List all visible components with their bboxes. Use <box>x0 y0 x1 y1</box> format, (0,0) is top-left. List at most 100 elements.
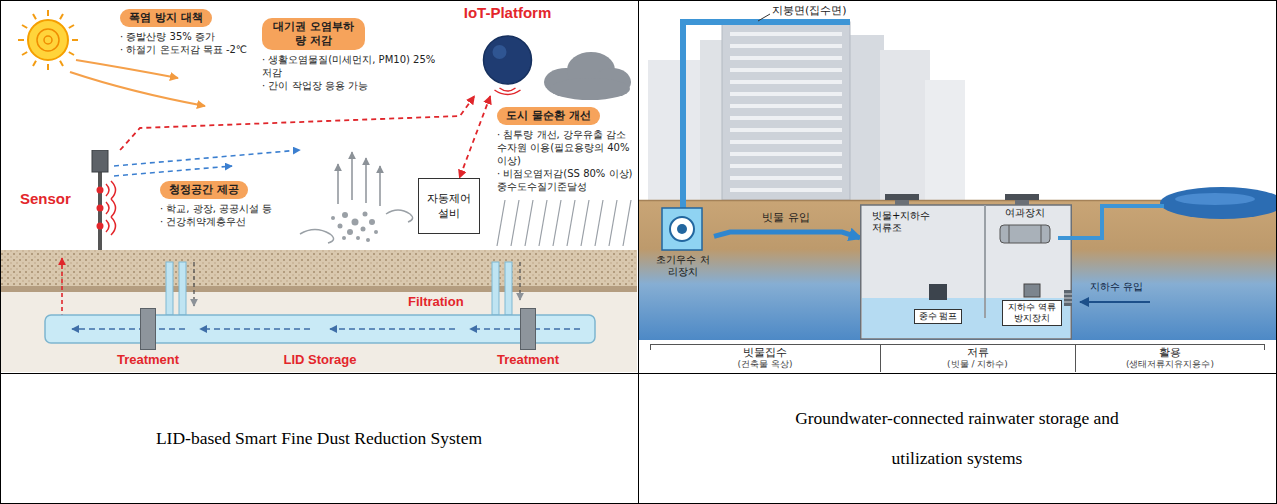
sun-icon <box>22 52 27 55</box>
storage-pipe-body <box>45 315 595 343</box>
building-group <box>730 80 842 84</box>
roof-pipe <box>758 14 770 21</box>
unit-label: Treatment <box>483 352 573 368</box>
building-group <box>648 22 965 200</box>
tank-label: 빗물+지하수 저류조 <box>872 210 934 234</box>
fine-dust <box>342 236 346 240</box>
sensor-label: Sensor <box>20 190 71 208</box>
bullet-text: · 침투량 개선, 강우유출 감소 수자원 이용(필요용량의 40% 이상) <box>497 128 633 167</box>
sun-icon <box>37 29 59 51</box>
ground-layer <box>1 250 637 286</box>
shape-part <box>984 205 986 318</box>
roof-pipe <box>683 22 850 208</box>
shape-part <box>1009 225 1010 243</box>
part-label: Filtration <box>408 294 464 309</box>
outflow-pipe <box>1072 206 1164 238</box>
building-group <box>880 50 930 200</box>
stage-bracket <box>1075 344 1076 372</box>
stage-label: 활용 <box>1075 346 1265 359</box>
shape-part <box>861 205 1072 339</box>
table-grid <box>0 373 1277 374</box>
stage-bracket <box>650 344 1265 345</box>
storage-tank: 빗물+지하수 저류조 여과장치중수 펌프 지하수 역류 방지장치 <box>860 198 1072 346</box>
sun-icon <box>33 61 36 66</box>
shape-svg <box>1000 283 1064 301</box>
label-row: 중수 펌프 <box>905 304 971 324</box>
stage-bracket <box>650 344 651 350</box>
shape-part <box>662 208 702 250</box>
shape-part <box>862 298 1070 338</box>
shape-part <box>1000 225 1050 243</box>
stage-note: (생태저류지유지용수) <box>1075 358 1265 370</box>
building-group <box>730 32 842 36</box>
rain-cloud <box>609 200 617 246</box>
fine-dust <box>300 230 334 244</box>
shape-part <box>106 220 109 232</box>
shape-part <box>670 217 694 241</box>
infiltration-pipe <box>61 258 63 318</box>
building-group <box>730 116 842 120</box>
stage-label: 빗물집수 <box>650 346 880 359</box>
fine-dust <box>365 158 367 203</box>
unit-label: 초기우수 처리장치 <box>652 254 714 278</box>
fine-dust <box>331 216 335 220</box>
treatment-box <box>520 308 536 350</box>
shape-svg <box>992 221 1058 251</box>
sun-icon <box>18 10 78 70</box>
infiltration-pipe <box>62 258 520 318</box>
backflow-valve: 지하수 역류 방지장치 <box>1000 283 1064 335</box>
fine-dust <box>374 230 378 234</box>
bullet-text: · 증발산량 35% 증가 <box>120 30 260 43</box>
sun-icon <box>47 10 49 16</box>
label-box: 지하수 역류 방지장치 <box>1002 300 1062 326</box>
infiltration-pipe <box>179 262 186 315</box>
fine-dust <box>361 227 366 232</box>
storage-pipe: LID Storage <box>240 315 400 370</box>
treatment-unit: Treatment <box>103 306 193 370</box>
storage-label: LID Storage <box>240 352 400 368</box>
shape-part <box>97 205 104 212</box>
heat-arrow <box>70 60 205 106</box>
bullet-text: · 학교, 광장, 공공시설 등 <box>160 202 310 215</box>
building-group <box>730 92 842 96</box>
shape-part <box>111 181 116 199</box>
building-group <box>648 60 708 200</box>
infiltration-pipe <box>505 262 512 315</box>
fine-dust <box>342 212 348 218</box>
pump-unit: 중수 펌프 <box>905 283 971 324</box>
sun-icon <box>47 64 49 70</box>
building-group <box>730 56 842 60</box>
heat-arrow <box>76 60 178 78</box>
infiltration-pipe <box>193 262 194 306</box>
heading-text: 대기권 오염부하량 저감 <box>271 20 356 48</box>
edge-label: 빗물 유입 <box>762 211 810 224</box>
storage-pipe-body <box>330 328 455 330</box>
shape-part <box>111 199 116 217</box>
ground-layer <box>1 250 637 372</box>
label-box: 중수 펌프 <box>914 309 963 324</box>
sun-icon <box>69 25 74 28</box>
sensor-signal-arrow <box>114 150 300 166</box>
stage-note: (건축물 옥상) <box>650 358 880 370</box>
unit-label: 지하수 역류 방지장치 <box>1007 302 1057 324</box>
fine-dust <box>356 236 360 240</box>
stage-note: (빗물 / 지하수) <box>880 358 1075 370</box>
sun-icon <box>60 61 63 66</box>
sensor-pole: Sensor <box>20 150 130 250</box>
sun-icon <box>18 39 24 41</box>
filter-unit: 여과장치 <box>992 207 1058 253</box>
shape-part <box>677 224 687 234</box>
box-text: 자동제어 설비 <box>422 191 476 221</box>
infiltration-pipe <box>166 262 173 315</box>
sensor-signal-arrow <box>114 150 300 176</box>
fine-dust <box>369 219 375 225</box>
heading-pill: 청정공간 제공 <box>160 181 248 199</box>
building-group <box>730 188 842 192</box>
platform-circle: IoT-Platform <box>450 4 565 96</box>
sun-icon <box>60 14 63 19</box>
rain-cloud <box>595 200 603 246</box>
outflow-pipe <box>1080 301 1150 303</box>
fine-dust <box>366 238 370 242</box>
platform-label: IoT-Platform <box>450 4 565 22</box>
storage-pipe-body <box>200 328 310 330</box>
